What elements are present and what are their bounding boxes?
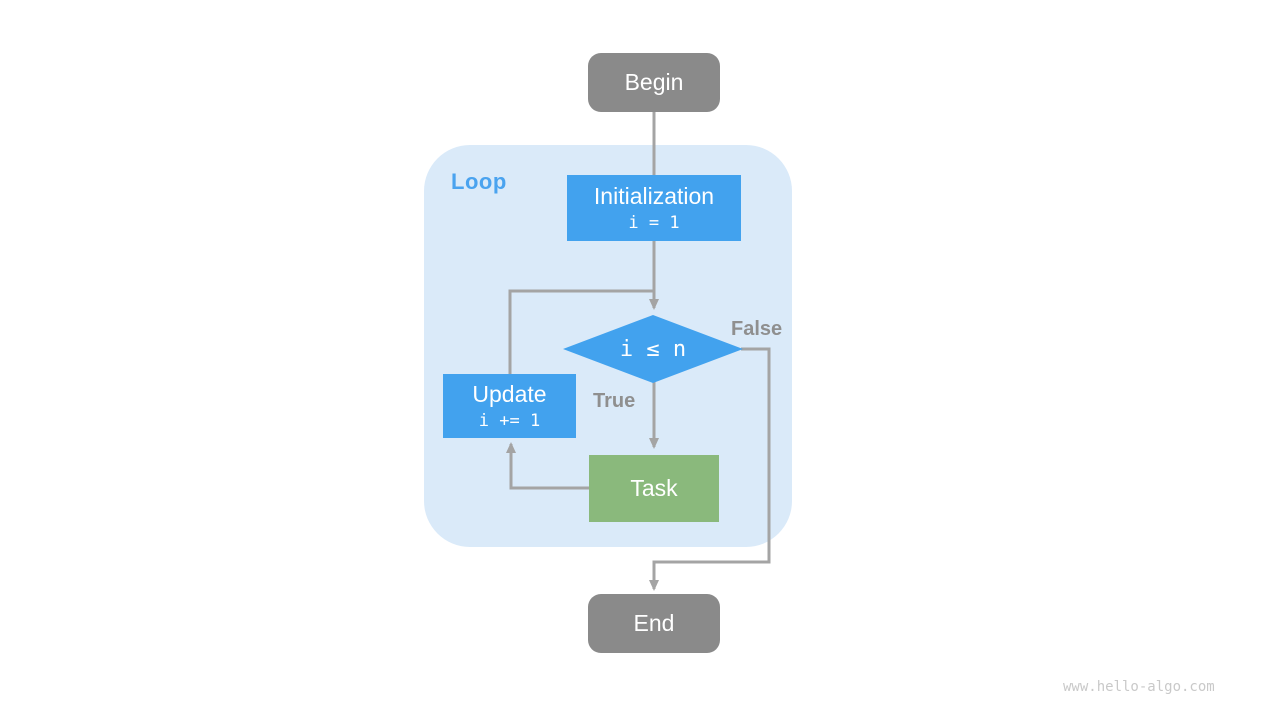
node-update: Update i += 1 [443,374,576,438]
edge-update-loopback [508,289,653,376]
node-update-label: Update [472,381,547,408]
node-task: Task [589,455,719,522]
diamond-icon [563,315,743,383]
node-end-label: End [633,610,675,637]
node-condition-shape [563,315,743,383]
node-update-code: i += 1 [478,410,541,431]
edge-condition-false-to-end [649,347,771,591]
node-initialization-label: Initialization [593,183,715,210]
node-condition-label: i ≤ n [619,336,687,362]
edge-task-to-update [506,442,590,490]
node-begin: Begin [588,53,720,112]
node-initialization: Initialization i = 1 [567,175,741,241]
edge-label-true: True [593,390,636,412]
node-end: End [588,594,720,653]
node-initialization-code: i = 1 [628,212,680,233]
watermark: www.hello-algo.com [1063,679,1215,695]
node-task-label: Task [630,475,678,502]
loop-group-label: Loop [451,169,507,194]
node-begin-label: Begin [624,69,684,96]
edge-label-false: False [731,318,783,340]
